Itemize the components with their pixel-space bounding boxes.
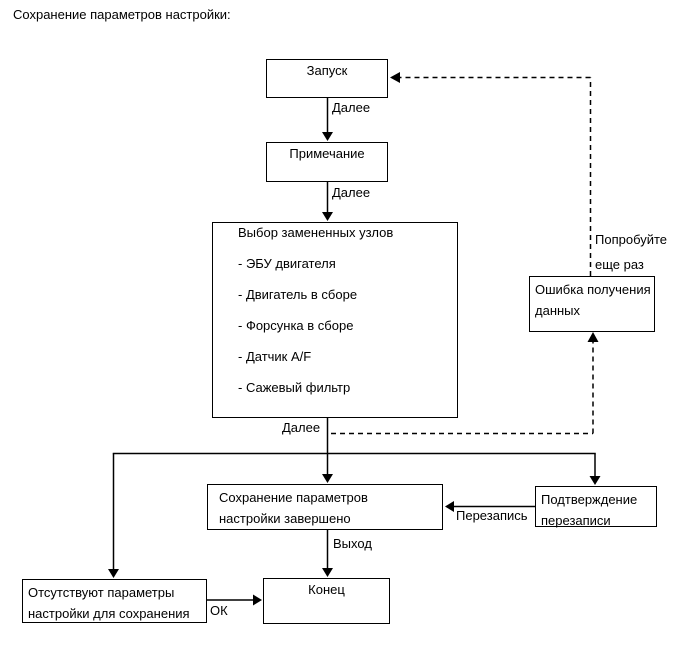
edge-label-next-3: Далее [282, 420, 321, 435]
node-confirm-line1: Подтверждение [541, 492, 638, 507]
node-note: Примечание [266, 142, 388, 182]
list-item-ecu: - ЭБУ двигателя [238, 256, 336, 271]
page-title: Сохранение параметров настройки: [13, 7, 231, 22]
node-selection-title: Выбор замененных узлов [238, 225, 394, 240]
node-selection: Выбор замененных узлов - ЭБУ двигателя -… [212, 222, 458, 418]
edge-label-ok: ОК [210, 603, 228, 618]
edge-label-rewrite: Перезапись [456, 508, 528, 523]
connector-branch-to-confirm [589, 453, 601, 485]
node-start: Запуск [266, 59, 388, 98]
edge-label-next-1: Далее [332, 100, 371, 115]
connector-branch-to-no-params [108, 453, 119, 578]
node-confirm-line2: перезаписи [541, 513, 611, 528]
list-item-dpf: - Сажевый фильтр [238, 380, 351, 395]
node-no-params-line1: Отсутствуют параметры [28, 585, 175, 600]
edge-label-retry: Попробуйте еще раз [595, 227, 667, 277]
node-no-params-line2: настройки для сохранения [28, 606, 190, 621]
connector-note-to-selection [322, 182, 333, 221]
list-item-engine: - Двигатель в сборе [238, 287, 358, 302]
edge-label-exit: Выход [333, 536, 372, 551]
connector-error-to-start-dashed [390, 72, 592, 276]
node-saved: Сохранение параметров настройки завершен… [207, 484, 443, 530]
node-confirm: Подтверждение перезаписи [535, 486, 657, 528]
connector-selection-to-saved [322, 418, 333, 483]
connector-confirm-to-saved [445, 501, 535, 512]
edge-label-retry-line1: Попробуйте [595, 232, 668, 247]
node-no-params: Отсутствуют параметры настройки для сохр… [22, 579, 207, 623]
node-saved-line1: Сохранение параметров [219, 490, 368, 505]
connector-selection-to-error-dashed [331, 332, 599, 435]
node-end-label: Конец [308, 582, 345, 597]
node-saved-line2: настройки завершено [219, 511, 351, 526]
node-error: Ошибка получения данных [529, 276, 655, 332]
list-item-af-sensor: - Датчик A/F [238, 349, 312, 364]
node-error-line2: данных [535, 303, 581, 318]
node-note-label: Примечание [289, 146, 365, 161]
connector-saved-to-end [322, 530, 333, 577]
node-error-line1: Ошибка получения [535, 282, 651, 297]
node-start-label: Запуск [306, 63, 348, 78]
node-end: Конец [263, 578, 390, 624]
edge-label-retry-line2: еще раз [595, 257, 644, 272]
edge-label-next-2: Далее [332, 185, 371, 200]
connector-no-params-to-end [207, 594, 262, 606]
list-item-injector: - Форсунка в сборе [238, 318, 354, 333]
connector-start-to-note [322, 98, 333, 141]
